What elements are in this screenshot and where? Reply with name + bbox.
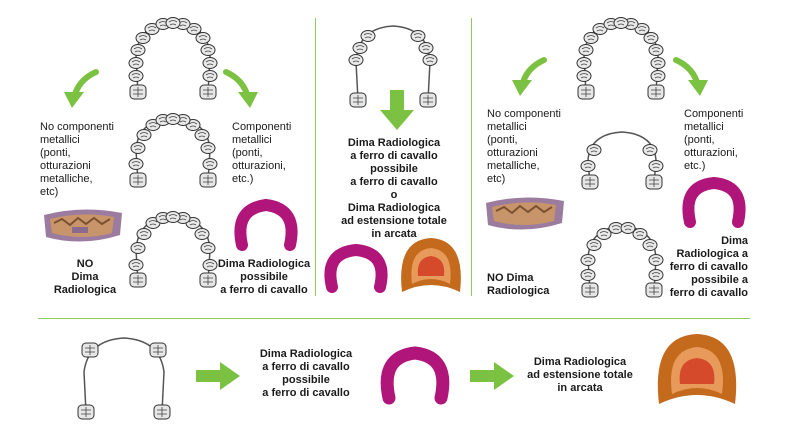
partial-arch-lower-illustration bbox=[128, 211, 218, 288]
right-full-arch-illustration bbox=[576, 17, 666, 100]
bottom-horseshoe-guide-illustration bbox=[380, 346, 450, 405]
right-arrow-left-icon bbox=[514, 60, 554, 100]
arrow-right-icon bbox=[226, 72, 266, 112]
right-arrow-right-icon bbox=[676, 60, 716, 100]
right-partial-arch-lower-illustration bbox=[580, 222, 664, 298]
jaw-model-illustration bbox=[44, 209, 122, 242]
full-arch-illustration bbox=[128, 17, 218, 100]
partial-arch-illustration bbox=[128, 113, 218, 188]
bottom-full-arch-guide-illustration bbox=[657, 334, 737, 404]
right-partial-arch-illustration bbox=[580, 131, 664, 190]
arrow-down-icon bbox=[380, 90, 414, 130]
middle-options-text: Dima Radiologica a ferro di cavallo poss… bbox=[341, 137, 447, 240]
horseshoe-label: Dima Radiologica possibile a ferro di ca… bbox=[217, 258, 311, 296]
no-metal-text: No componenti metallici (ponti, otturazi… bbox=[40, 121, 114, 198]
arrow-left-icon bbox=[66, 72, 106, 112]
right-horseshoe-label: Dima Radiologica a ferro di cavallo poss… bbox=[669, 235, 748, 299]
bottom-arrow-right-icon-1 bbox=[196, 362, 240, 390]
bottom-edentulous-arch-illustration bbox=[77, 337, 171, 420]
metal-text: Componenti metallici (ponti, otturazioni… bbox=[232, 121, 292, 185]
right-no-metal-text: No componenti metallici (ponti, otturazi… bbox=[487, 108, 561, 185]
full-arch-guide-middle bbox=[401, 238, 461, 292]
divider-horizontal bbox=[38, 318, 750, 319]
bottom-horseshoe-text: Dima Radiologica a ferro di cavallo poss… bbox=[259, 348, 353, 399]
right-no-guide-label: NO Dima Radiologica bbox=[487, 272, 550, 297]
bottom-arrow-right-icon-2 bbox=[470, 362, 514, 390]
horseshoe-guide-middle bbox=[324, 243, 388, 293]
right-horseshoe-guide-illustration bbox=[682, 176, 746, 228]
right-jaw-model-illustration bbox=[486, 197, 564, 230]
divider-middle-right bbox=[471, 18, 472, 296]
edentulous-arch-illustration bbox=[348, 25, 438, 108]
bottom-full-arch-text: Dima Radiologica ad estensione totale in… bbox=[527, 356, 633, 394]
divider-left-middle bbox=[315, 18, 316, 296]
horseshoe-guide-illustration bbox=[234, 198, 298, 251]
no-guide-label: NO Dima Radiologica bbox=[53, 258, 117, 296]
right-metal-text: Componenti metallici (ponti, otturazioni… bbox=[684, 108, 744, 172]
